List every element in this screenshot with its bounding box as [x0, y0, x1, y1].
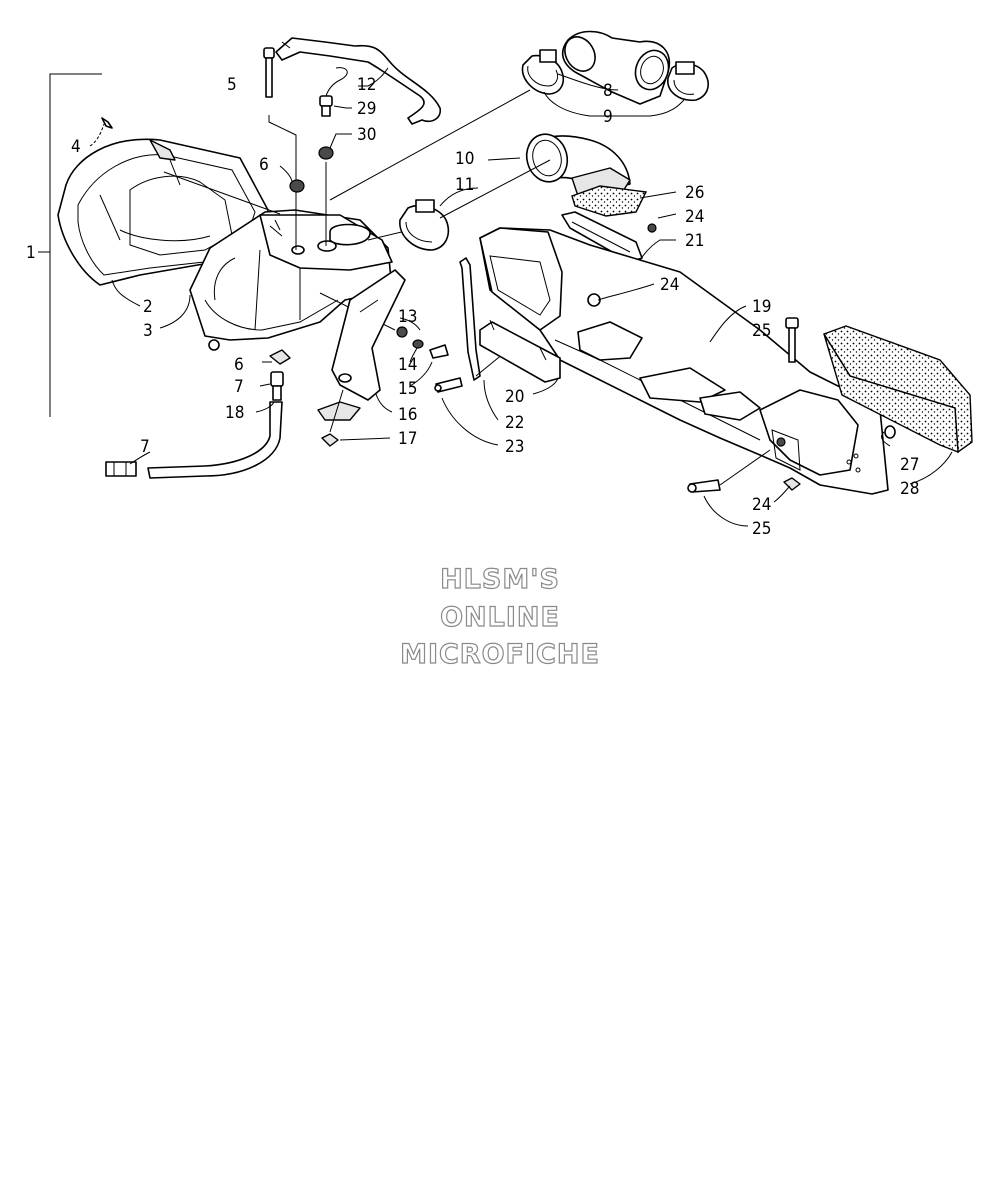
assembly-bracket-1 [38, 73, 102, 417]
boot-10-part [525, 133, 631, 197]
callout-19: 19 [752, 297, 771, 317]
callout-29: 29 [357, 99, 376, 119]
callout-11: 11 [455, 175, 474, 195]
callout-28: 28 [900, 479, 919, 499]
nut-24-bottom-part [783, 477, 801, 491]
leader-boot-10 [439, 159, 551, 219]
callout-30: 30 [357, 125, 376, 145]
callout-23: 23 [505, 437, 524, 457]
callout-13: 13 [398, 307, 417, 327]
screw-23-part [434, 377, 463, 393]
callout-26: 26 [685, 183, 704, 203]
silencer-19-part [479, 227, 889, 495]
bolt-16-part [317, 373, 361, 433]
screw-4-part [89, 117, 113, 147]
plug-27-part [884, 425, 896, 439]
boot-8-part [561, 30, 671, 105]
callout-2: 2 [143, 297, 153, 317]
callout-7b: 7 [140, 437, 150, 457]
callout-6a: 6 [259, 155, 269, 175]
clip-20-part [479, 319, 561, 383]
callout-24a: 24 [685, 207, 704, 227]
nut-17-part [321, 433, 339, 447]
callout-10: 10 [455, 149, 474, 169]
callout-6b: 6 [234, 355, 244, 375]
callout-16: 16 [398, 405, 417, 425]
grommet-6-top-part [289, 179, 305, 193]
bracket-16-part [331, 269, 406, 401]
callout-8: 8 [603, 81, 613, 101]
clamp-11-part [399, 199, 450, 251]
callout-24b: 24 [660, 275, 679, 295]
hose-12-part [275, 37, 442, 125]
nut-24-top-part [647, 223, 657, 233]
callout-24c: 24 [752, 495, 771, 515]
callout-21: 21 [685, 231, 704, 251]
callout-12: 12 [357, 75, 376, 95]
plate-21-part [561, 211, 643, 263]
watermark-line-1: HLSM'S [439, 564, 560, 595]
callout-22: 22 [505, 413, 524, 433]
callout-27: 27 [900, 455, 919, 475]
fitting-7-bottom-part [105, 461, 137, 477]
bolt-25-top-part [785, 317, 799, 363]
fitting-7-top-part [270, 371, 284, 401]
hose-18-part [147, 401, 283, 479]
grommet-30-part [318, 146, 334, 246]
callout-25a: 25 [752, 321, 771, 341]
callout-20: 20 [505, 387, 524, 407]
callout-15: 15 [398, 379, 417, 399]
grommet-6-bottom-part [269, 349, 291, 365]
hardware-13-15-part [396, 326, 449, 359]
callout-9: 9 [603, 107, 613, 127]
callout-labels: 1 2 3 4 5 6 6 7 7 8 9 10 11 12 13 14 15 … [26, 75, 919, 539]
clamp-9-right-part [667, 61, 709, 102]
callout-17: 17 [398, 429, 417, 449]
callout-25b: 25 [752, 519, 771, 539]
leader-lines [111, 67, 953, 527]
sensor-29-part [319, 67, 348, 117]
callout-5: 5 [227, 75, 237, 95]
callout-4: 4 [71, 137, 81, 157]
foam-26-part [571, 185, 648, 217]
watermark-line-3: MICROFICHE [399, 639, 600, 670]
watermark-line-2: ONLINE [439, 602, 560, 633]
callout-14: 14 [398, 355, 417, 375]
bolt-25-bottom-part [687, 449, 771, 493]
callout-7a: 7 [234, 377, 244, 397]
callout-1: 1 [26, 243, 36, 263]
foam-28-part [822, 325, 973, 454]
callout-18: 18 [225, 403, 244, 423]
callout-3: 3 [143, 321, 153, 341]
clamp-9-left-part [521, 49, 564, 95]
